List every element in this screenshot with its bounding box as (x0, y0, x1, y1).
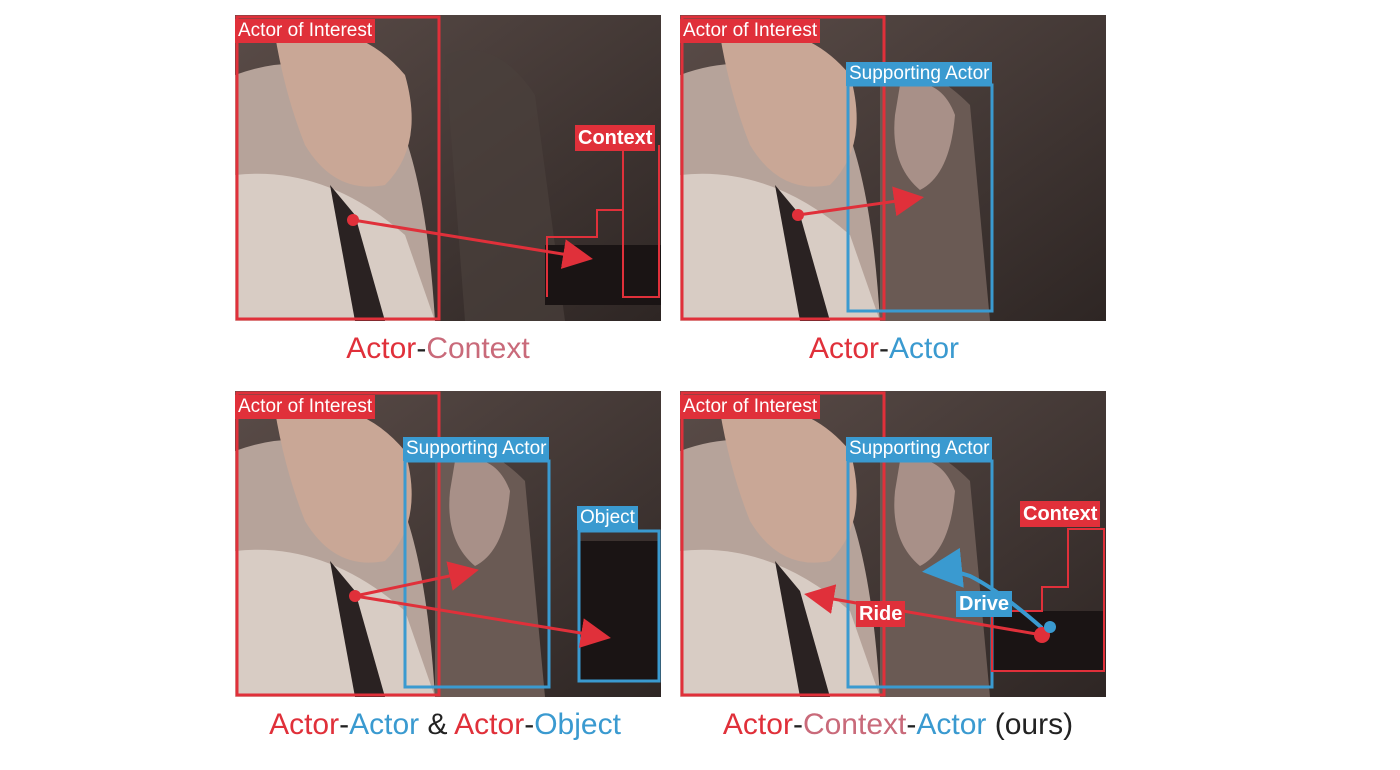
caption-actor-context-actor: Actor-Context-Actor (ours) (678, 708, 1118, 742)
drive-relation-label: Drive (956, 591, 1013, 617)
object-label: Object (577, 506, 638, 530)
caption-word: - (879, 332, 889, 365)
context-label: Context (1020, 501, 1101, 527)
caption-word: Context (426, 332, 530, 365)
supporting-actor-label: Supporting Actor (403, 437, 550, 461)
caption-word: Actor (808, 332, 879, 365)
supporting-actor-label: Supporting Actor (846, 62, 993, 86)
panel-actor-context: Actor of Interest Context (235, 15, 661, 321)
caption-word: Actor (454, 708, 525, 741)
caption-word: Actor (916, 708, 987, 741)
caption-word: - (792, 708, 803, 741)
ride-relation-label: Ride (856, 601, 906, 627)
caption-word: Actor (346, 332, 417, 365)
caption-word: - (339, 708, 350, 741)
caption-word: - (416, 332, 427, 365)
actor-of-interest-label: Actor of Interest (235, 395, 376, 419)
caption-actor-actor-object: Actor-Actor & Actor-Object (225, 708, 665, 742)
panel-actor-actor: Actor of Interest Supporting Actor (680, 15, 1106, 321)
panel-actor-actor-object: Actor of Interest Supporting Actor Objec… (235, 391, 661, 697)
caption-word: Context (802, 708, 907, 741)
scene-image (235, 15, 661, 321)
caption-word: (ours) (994, 708, 1074, 741)
caption-actor-actor: Actor-Actor (664, 332, 1104, 366)
actor-of-interest-label: Actor of Interest (680, 19, 821, 43)
caption-word: Actor (349, 708, 420, 741)
caption-actor-context: Actor-Context (218, 332, 658, 366)
caption-word: - (524, 708, 535, 741)
panel-actor-context-actor: Actor of Interest Supporting Actor Conte… (680, 391, 1106, 697)
caption-word: - (906, 708, 917, 741)
scene-image (680, 15, 1106, 321)
caption-word: Actor (722, 708, 793, 741)
actor-of-interest-label: Actor of Interest (680, 395, 821, 419)
caption-word: Object (534, 708, 621, 741)
context-label: Context (575, 125, 656, 151)
actor-of-interest-label: Actor of Interest (235, 19, 376, 43)
caption-word: & (427, 708, 448, 741)
supporting-actor-label: Supporting Actor (846, 437, 993, 461)
caption-word: Actor (269, 708, 340, 741)
caption-word: Actor (889, 332, 960, 365)
